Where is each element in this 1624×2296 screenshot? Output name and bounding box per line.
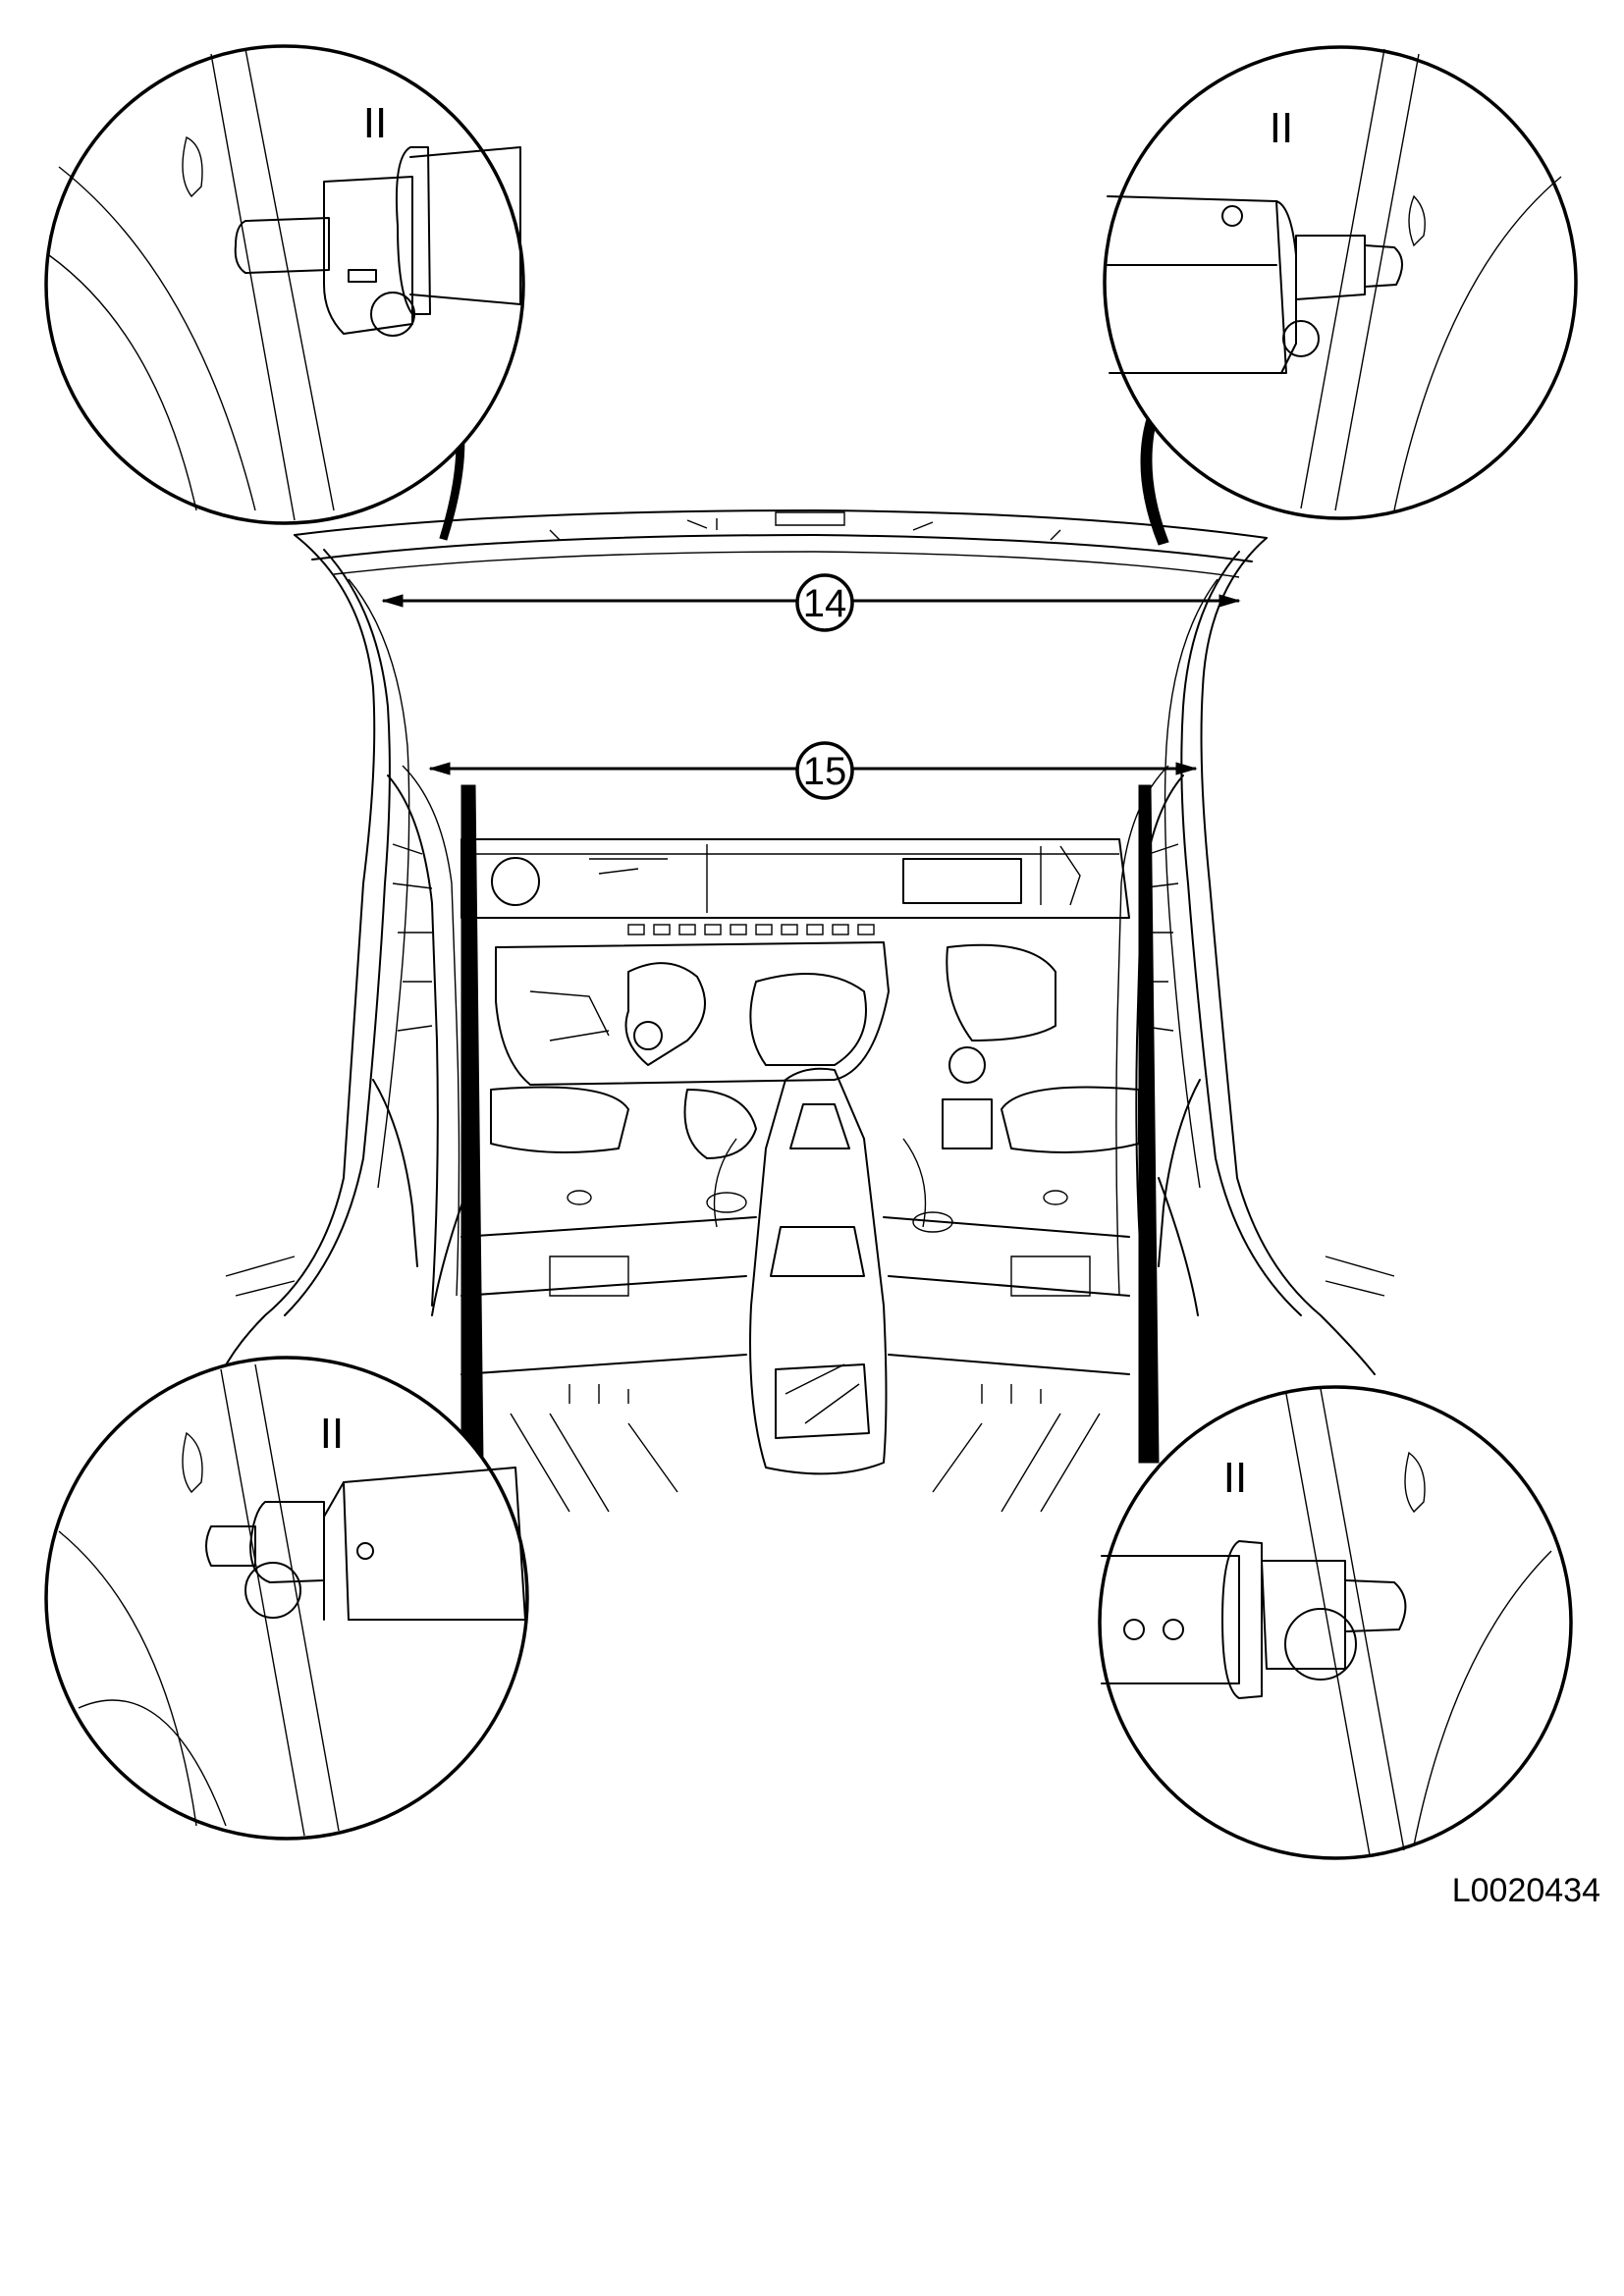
detail-label-bottom-left: II bbox=[320, 1410, 344, 1458]
callout-15-label: 15 bbox=[803, 750, 847, 793]
detail-circle-bottom-left: II bbox=[44, 1356, 529, 1841]
callout-14: 14 bbox=[795, 573, 854, 632]
detail-circle-bottom-right: II bbox=[1098, 1385, 1573, 1860]
vehicle-body-shell bbox=[220, 411, 1395, 1513]
callout-14-label: 14 bbox=[803, 582, 847, 625]
detail-circle-top-right: II bbox=[1103, 45, 1578, 520]
detail-label-top-right: II bbox=[1270, 104, 1293, 152]
figure-id: L0020434 bbox=[1452, 1872, 1600, 1909]
callout-15: 15 bbox=[795, 741, 854, 800]
detail-circle-top-left: II bbox=[44, 44, 525, 525]
detail-label-top-left: II bbox=[363, 99, 387, 147]
detail-label-bottom-right: II bbox=[1223, 1454, 1247, 1502]
